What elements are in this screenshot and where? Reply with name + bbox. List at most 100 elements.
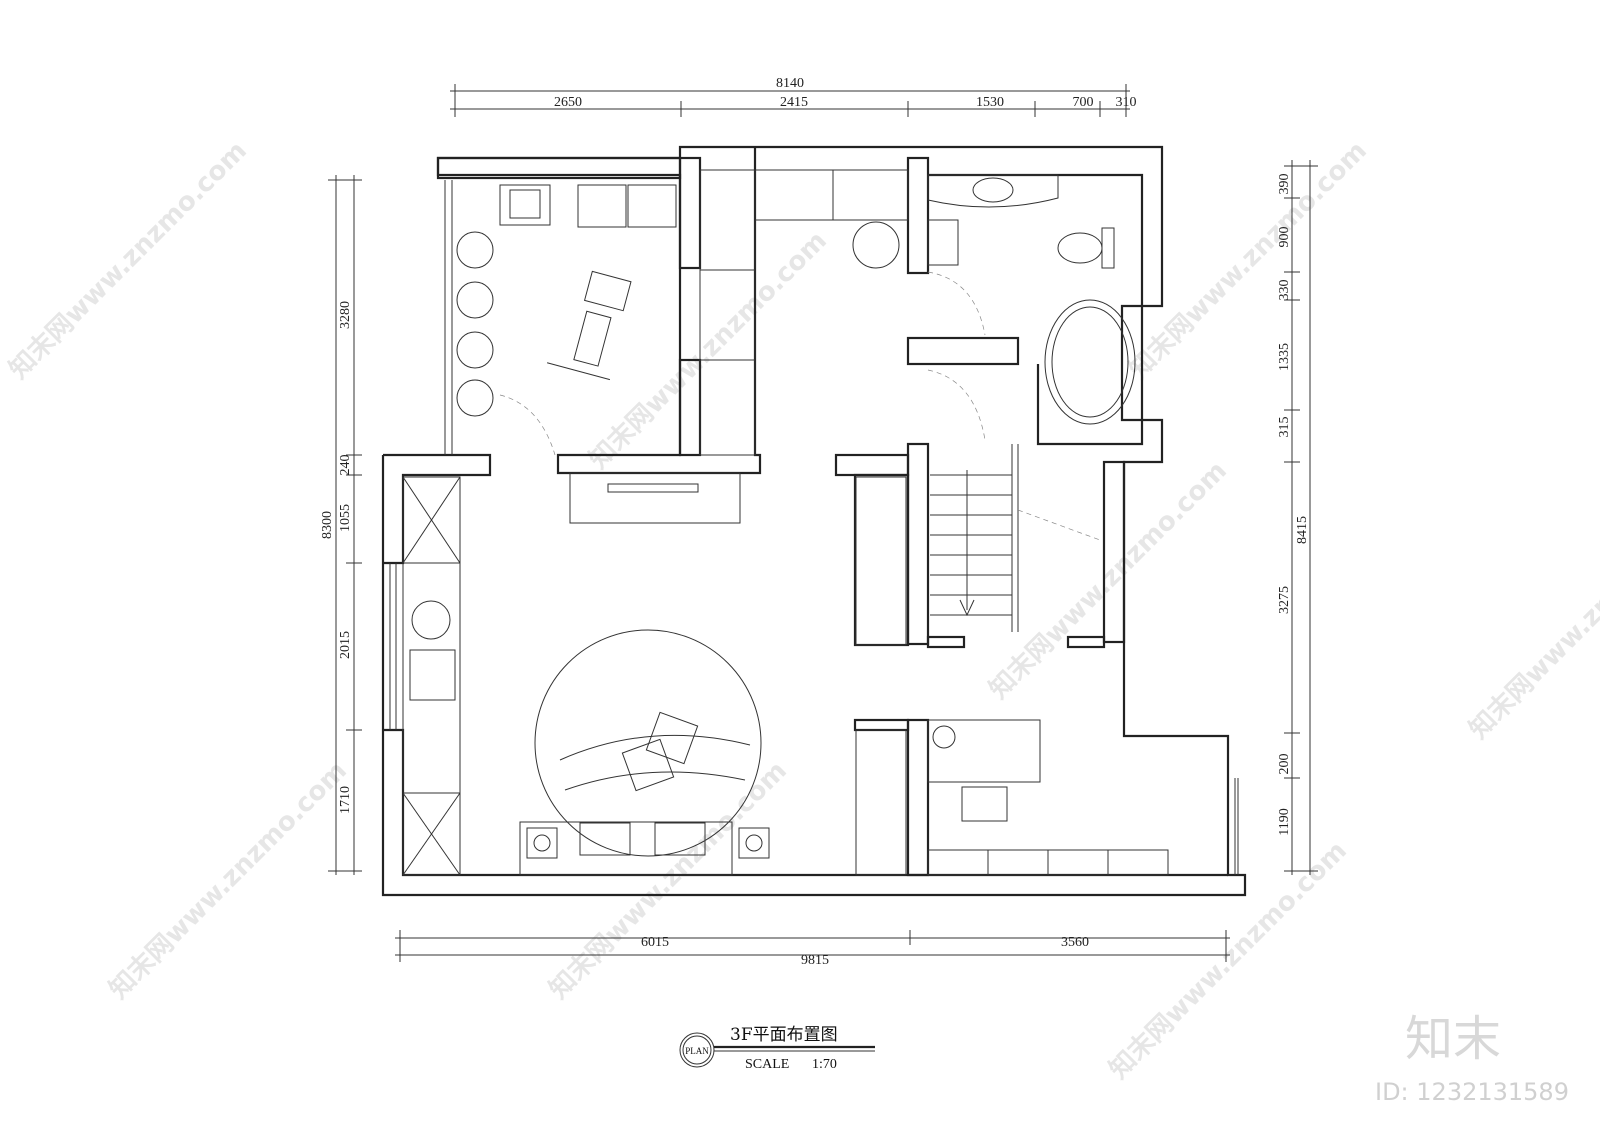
dim-bottom-seg: 6015	[641, 935, 669, 950]
dim-left-seg: 3280	[338, 301, 353, 329]
watermark-text: 知末网www.znzmo.com	[984, 456, 1233, 705]
nightstand	[526, 827, 558, 859]
scale-value: 1:70	[812, 1057, 837, 1072]
partition-wall	[906, 718, 930, 877]
image-id: ID: 1232131589	[1375, 1078, 1569, 1106]
dim-right-seg: 330	[1277, 280, 1292, 301]
bath-wall	[928, 173, 1144, 446]
watermark-text: 知末网www.znzmo.com	[584, 226, 833, 475]
lamp-icon	[533, 834, 551, 852]
pillow-icon	[654, 822, 706, 856]
watermark-layer: 知末网www.znzmo.com 知末网www.znzmo.com 知末网www…	[4, 136, 1600, 1085]
dim-top-seg: 2415	[780, 95, 808, 110]
wardrobe	[855, 476, 907, 646]
dimension-bottom: 6015 3560 9815	[395, 930, 1230, 968]
desk	[927, 719, 1041, 783]
dim-top-seg: 2650	[554, 95, 582, 110]
watermark-text: 知末网www.znzmo.com	[104, 756, 353, 1005]
wardrobe	[699, 359, 756, 456]
cabinet	[1047, 849, 1109, 876]
dim-right-overall: 8415	[1295, 516, 1310, 544]
dim-left-seg: 240	[338, 455, 353, 476]
wardrobe	[754, 169, 834, 221]
partition-wall	[906, 336, 1020, 366]
cabinet	[987, 849, 1049, 876]
furniture	[389, 169, 1239, 876]
bed-headboard	[519, 821, 733, 876]
plant-icon	[456, 231, 494, 269]
wardrobe	[832, 169, 909, 221]
round-bed	[534, 629, 762, 857]
dim-bottom-overall: 9815	[801, 953, 829, 968]
cabinet	[577, 184, 627, 228]
chair	[961, 786, 1008, 822]
nightstand	[738, 827, 770, 859]
dimension-right: 390 900 330 1335 315 8415 3275 200 1190	[1277, 160, 1318, 875]
dim-right-seg: 315	[1277, 417, 1292, 438]
partition-wall	[853, 473, 910, 647]
staircase	[930, 444, 1101, 632]
watermark-text: 知末网www.znzmo.com	[544, 756, 793, 1005]
toilet-tank	[1101, 227, 1115, 269]
wardrobe	[699, 169, 756, 271]
dim-top-seg: 1530	[976, 95, 1004, 110]
bathtub-inner	[1051, 306, 1129, 418]
dim-left-seg: 2015	[338, 631, 353, 659]
vanity	[927, 174, 1059, 208]
dimension-top: 8140 2650 2415 1530 700 310	[450, 76, 1137, 117]
side-table	[411, 600, 451, 640]
pillow-icon	[579, 822, 631, 856]
cabinet	[927, 219, 959, 266]
left-wall	[383, 453, 492, 565]
partition-wall	[1066, 635, 1106, 649]
plan-badge-label: PLAN	[685, 1046, 709, 1056]
pillow-icon	[645, 711, 699, 765]
cabinet	[1107, 849, 1169, 876]
dim-right-seg: 3275	[1277, 586, 1292, 614]
lamp-icon	[745, 834, 763, 852]
toilet-icon	[1057, 232, 1103, 264]
bathtub	[1044, 299, 1136, 425]
partition-wall	[1102, 460, 1126, 644]
partition-wall	[678, 156, 702, 270]
partition-wall	[906, 156, 930, 275]
tv-cabinet	[569, 472, 741, 524]
plan-badge	[679, 1032, 715, 1068]
plant-icon	[456, 379, 494, 417]
dim-top-seg: 310	[1116, 95, 1137, 110]
dim-top-overall: 8140	[776, 76, 804, 91]
drawing-title: 3F平面布置图	[730, 1025, 838, 1045]
brand-logo-text: 知末	[1405, 1011, 1501, 1067]
cabinet	[402, 792, 461, 876]
round-table	[852, 221, 900, 269]
scale-label: SCALE	[745, 1057, 789, 1072]
partition-wall	[853, 718, 910, 732]
tv-icon	[607, 483, 699, 493]
cabinet	[627, 184, 677, 228]
dim-bottom-seg: 3560	[1061, 935, 1089, 950]
dim-right-seg: 200	[1277, 754, 1292, 775]
watermark-text: 知末网www.znzmo.com	[1464, 496, 1600, 745]
stool	[409, 649, 456, 701]
partition-wall	[926, 635, 966, 649]
partition-wall	[906, 442, 930, 646]
dim-left-overall: 8300	[320, 511, 335, 539]
dim-right-seg: 390	[1277, 174, 1292, 195]
plant-icon	[456, 331, 494, 369]
dimension-left: 3280 240 1055 8300 2015 1710	[320, 175, 362, 875]
dim-right-seg: 1190	[1277, 808, 1292, 835]
dim-left-seg: 1055	[338, 504, 353, 532]
dim-right-seg: 1335	[1277, 343, 1292, 371]
wardrobe	[855, 729, 907, 876]
dim-left-seg: 1710	[338, 786, 353, 814]
title-block: PLAN 3F平面布置图 SCALE 1:70	[679, 1025, 875, 1072]
exercise-machine-icon	[546, 270, 632, 381]
dim-top-seg: 700	[1073, 95, 1094, 110]
outer-wall	[381, 145, 1247, 897]
pillow-icon	[621, 738, 675, 792]
sink-cabinet	[499, 184, 551, 226]
cabinet	[402, 562, 461, 794]
partition-wall	[834, 453, 910, 477]
sink-basin	[509, 189, 541, 219]
